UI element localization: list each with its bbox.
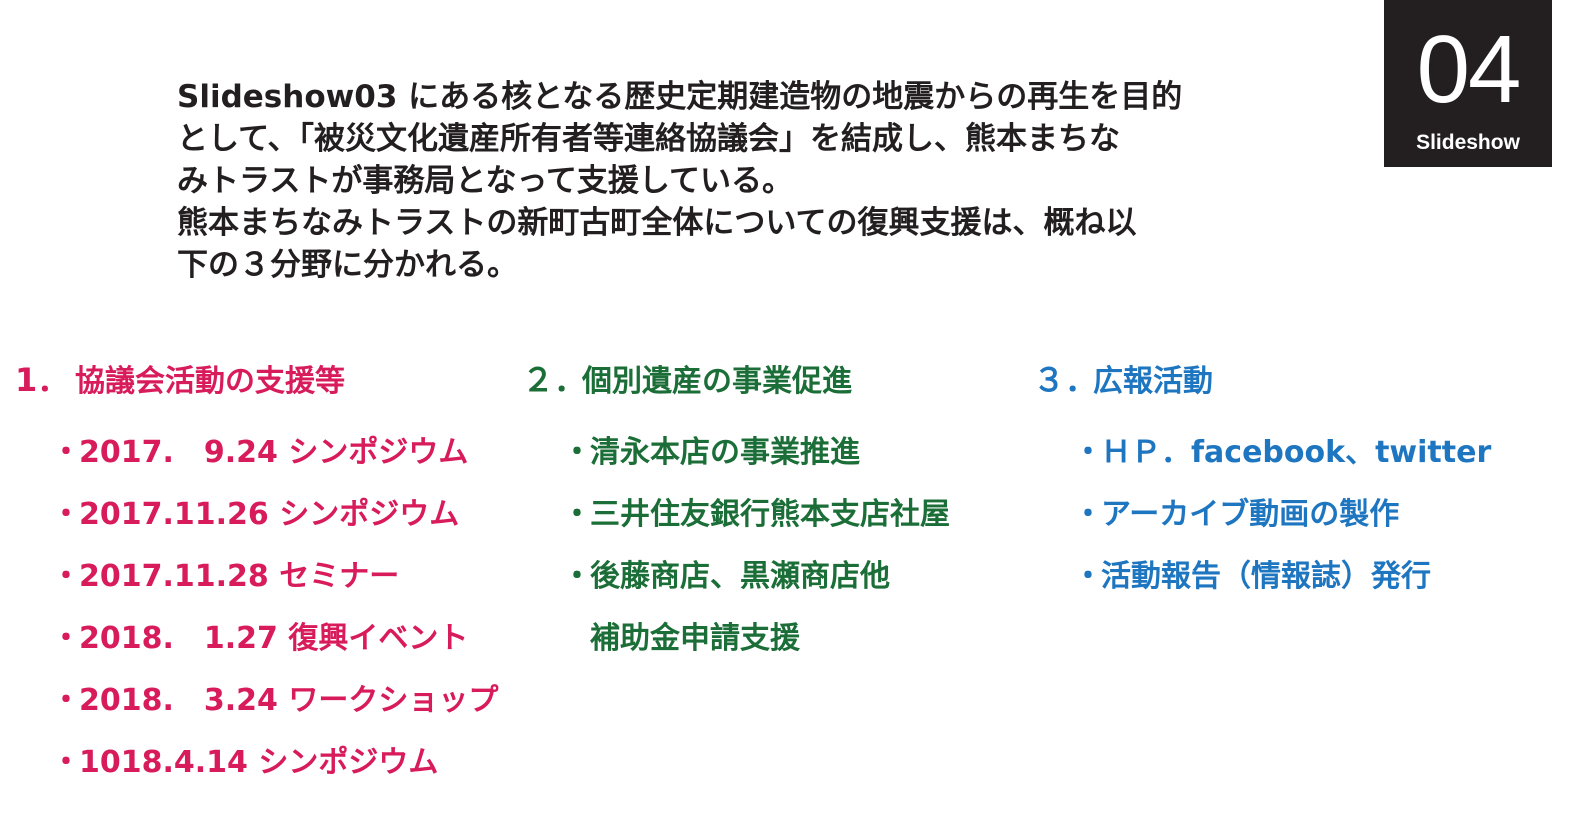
- list-item-text: 2018. 3.24 ワークショップ: [79, 683, 499, 718]
- bullet-icon: ・: [562, 435, 592, 470]
- bullet-icon: ・: [1073, 435, 1103, 470]
- list-item: ・2017.11.28 セミナー: [15, 546, 498, 608]
- section-public-relations: ３．広報活動 ・ＨＰ．facebook、twitter ・アーカイブ動画の製作 …: [1033, 360, 1491, 608]
- bullet-icon: ・: [562, 559, 592, 594]
- bullet-icon: ・: [1073, 559, 1103, 594]
- list-item: ・ＨＰ．facebook、twitter: [1033, 422, 1491, 484]
- list-item-text: 活動報告（情報誌）発行: [1101, 559, 1431, 594]
- list-item: ・後藤商店、黒瀬商店他: [522, 546, 950, 608]
- section-heading: ２．個別遺産の事業促進: [522, 360, 950, 400]
- intro-line: として、「被災文化遺産所有者等連絡協議会」を結成し、熊本まちな: [177, 121, 1121, 157]
- list-item: ・2018. 3.24 ワークショップ: [15, 670, 498, 732]
- intro-line: Slideshow03 にある核となる歴史定期建造物の地震からの再生を目的: [177, 79, 1183, 115]
- bullet-icon: ・: [51, 745, 81, 780]
- intro-line: みトラストが事務局となって支援している。: [177, 163, 793, 199]
- section-heritage-projects: ２．個別遺産の事業促進 ・清永本店の事業推進 ・三井住友銀行熊本支店社屋 ・後藤…: [522, 360, 950, 670]
- list-item-text: 三井住友銀行熊本支店社屋: [590, 497, 950, 532]
- list-item-text: 後藤商店、黒瀬商店他: [590, 559, 890, 594]
- bullet-icon: ・: [51, 497, 81, 532]
- list-item-text: 2017.11.28 セミナー: [79, 559, 400, 594]
- list-item: ・2018. 1.27 復興イベント: [15, 608, 498, 670]
- list-item-text: アーカイブ動画の製作: [1101, 497, 1400, 532]
- bullet-icon: ・: [51, 435, 81, 470]
- intro-line: 熊本まちなみトラストの新町古町全体についての復興支援は、概ね以: [177, 205, 1137, 241]
- list-item: ・1018.4.14 シンポジウム: [15, 732, 498, 794]
- section-number: ２．: [522, 361, 587, 399]
- list-item-text: ＨＰ．facebook、twitter: [1101, 435, 1492, 470]
- section-heading: ３．広報活動: [1033, 360, 1491, 400]
- list-item-text: 2017.11.26 シンポジウム: [79, 497, 460, 532]
- section-heading: 1．協議会活動の支援等: [15, 360, 498, 400]
- bullet-icon: ・: [51, 683, 81, 718]
- intro-line: 下の３分野に分かれる。: [177, 247, 518, 283]
- event-list: ・2017. 9.24 シンポジウム ・2017.11.26 シンポジウム ・2…: [15, 422, 498, 794]
- list-item: ・アーカイブ動画の製作: [1033, 484, 1491, 546]
- list-item: ・活動報告（情報誌）発行: [1033, 546, 1491, 608]
- list-item-text: 1018.4.14 シンポジウム: [79, 745, 439, 780]
- list-item-text: 2018. 1.27 復興イベント: [79, 621, 469, 656]
- list-item-text: 補助金申請支援: [590, 621, 800, 656]
- section-number: ３．: [1033, 361, 1098, 399]
- project-list: ・清永本店の事業推進 ・三井住友銀行熊本支店社屋 ・後藤商店、黒瀬商店他 ・補助…: [522, 422, 950, 670]
- list-item: ・清永本店の事業推進: [522, 422, 950, 484]
- list-item: ・三井住友銀行熊本支店社屋: [522, 484, 950, 546]
- list-item-continuation: ・補助金申請支援: [522, 608, 950, 670]
- list-item-text: 清永本店の事業推進: [590, 435, 860, 470]
- list-item: ・2017. 9.24 シンポジウム: [15, 422, 498, 484]
- slide-number: 04: [1416, 16, 1522, 123]
- list-item: ・2017.11.26 シンポジウム: [15, 484, 498, 546]
- slide-label: Slideshow: [1416, 131, 1520, 154]
- section-council-support: 1．協議会活動の支援等 ・2017. 9.24 シンポジウム ・2017.11.…: [15, 360, 498, 794]
- section-title: 個別遺産の事業促進: [582, 364, 852, 399]
- bullet-icon: ・: [51, 559, 81, 594]
- bullet-icon: ・: [51, 621, 81, 656]
- list-item-text: 2017. 9.24 シンポジウム: [79, 435, 469, 470]
- section-number: 1．: [15, 361, 70, 399]
- bullet-icon: ・: [562, 497, 592, 532]
- bullet-icon: ・: [1073, 497, 1103, 532]
- section-title: 協議会活動の支援等: [75, 364, 345, 399]
- slideshow-badge: 04 Slideshow: [1384, 0, 1552, 167]
- pr-list: ・ＨＰ．facebook、twitter ・アーカイブ動画の製作 ・活動報告（情…: [1033, 422, 1491, 608]
- intro-paragraph: Slideshow03 にある核となる歴史定期建造物の地震からの再生を目的 とし…: [177, 76, 1287, 286]
- section-title: 広報活動: [1093, 364, 1213, 399]
